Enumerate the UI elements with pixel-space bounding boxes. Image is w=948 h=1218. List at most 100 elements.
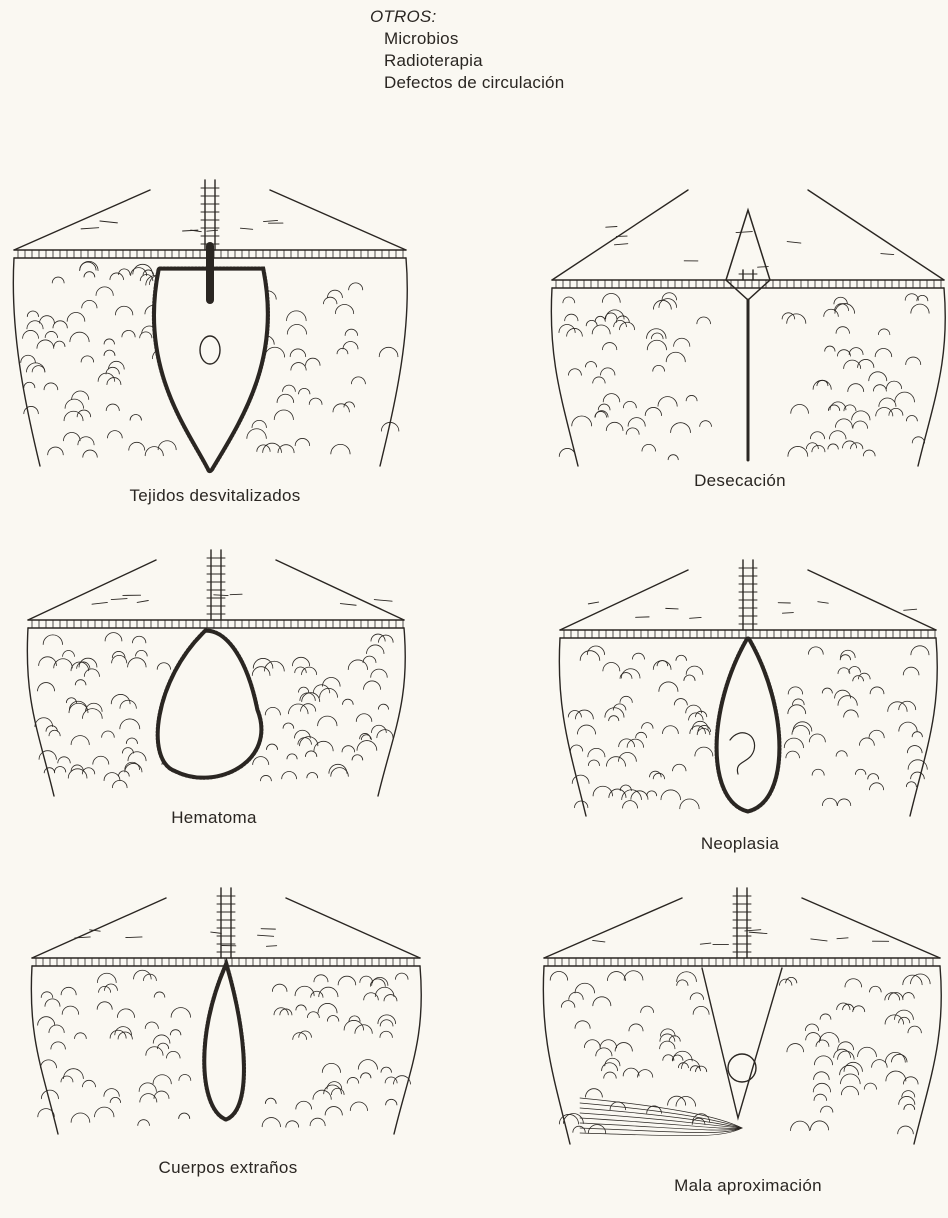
caption-hematoma: Hematoma [171, 808, 257, 828]
fat-lobule [829, 431, 846, 439]
fat-lobule [895, 392, 915, 402]
surface-mark [690, 617, 702, 618]
fat-lobule [21, 355, 36, 362]
fat-lobule [614, 320, 627, 326]
fat-lobule [626, 428, 639, 434]
fat-lobule [872, 1060, 887, 1068]
fat-lobule [265, 1098, 276, 1103]
fat-lobule [71, 1113, 90, 1122]
fat-lobule [372, 977, 388, 985]
fat-lobule [822, 688, 832, 693]
fat-lobule [361, 1073, 371, 1078]
fat-lobule [385, 1077, 397, 1083]
fat-lobule [61, 987, 76, 995]
fat-lobule [834, 1049, 851, 1057]
surface-mark [787, 242, 801, 243]
surface-mark [881, 254, 894, 255]
fat-lobule [288, 704, 308, 714]
fat-lobule [112, 780, 127, 787]
fat-lobule [814, 1094, 827, 1100]
fat-lobule [814, 1072, 830, 1080]
fat-lobule [629, 1024, 643, 1031]
fat-lobule [788, 687, 802, 694]
block-side-right [394, 966, 421, 1134]
fat-lobule [41, 1090, 58, 1099]
fat-lobule [875, 348, 892, 356]
fat-lobule [903, 667, 919, 675]
fat-lobule [386, 1099, 397, 1105]
fat-lobule [620, 696, 632, 702]
fat-lobule [283, 723, 294, 728]
fat-lobule [274, 410, 293, 420]
fat-lobule [128, 752, 146, 761]
fat-lobule [651, 333, 663, 339]
fat-lobule [118, 1032, 132, 1039]
fat-lobule [153, 1035, 170, 1043]
fat-lobule [309, 398, 322, 404]
fat-lobule [841, 650, 856, 657]
fat-lobule [623, 1068, 639, 1076]
fat-lobule [680, 799, 699, 809]
fat-lobule [812, 769, 824, 775]
fat-lobule [645, 407, 661, 415]
fat-lobule [602, 1063, 618, 1071]
skin-edge-left [552, 190, 688, 280]
fat-lobule [262, 1118, 280, 1127]
fat-lobule [286, 1121, 299, 1127]
fat-lobule [170, 1030, 181, 1035]
fat-lobule [584, 1040, 600, 1048]
fat-lobule [345, 329, 357, 335]
fat-lobule [838, 1051, 854, 1059]
fat-lobule [51, 1042, 66, 1049]
fat-lobule [673, 764, 686, 771]
fat-lobule [620, 322, 635, 330]
surface-mark [126, 937, 142, 938]
fat-lobule [79, 658, 97, 667]
fat-lobule [627, 739, 643, 747]
fat-lobule [132, 636, 145, 643]
fat-lobule [605, 1058, 620, 1066]
fat-lobule [899, 1017, 910, 1023]
fat-lobule [343, 341, 358, 348]
fat-lobule [49, 1025, 64, 1033]
fat-lobule [49, 730, 60, 736]
fat-lobule [378, 1015, 396, 1024]
fat-lobule [863, 450, 875, 456]
fat-lobule [380, 1020, 393, 1026]
surface-mark [593, 940, 605, 941]
fat-lobule [72, 391, 89, 400]
fat-lobule [828, 444, 838, 449]
fat-lobule [277, 394, 294, 402]
fat-lobule [899, 1096, 915, 1104]
fat-lobule [252, 420, 266, 427]
fat-lobule [674, 699, 687, 706]
fat-lobule [595, 411, 607, 417]
fat-lobule [115, 306, 132, 315]
fat-lobule [252, 667, 270, 676]
fat-lobule [291, 363, 306, 371]
surface-mark [818, 602, 828, 604]
fat-lobule [658, 397, 677, 407]
fat-lobule [54, 659, 73, 668]
fat-lobule [601, 368, 615, 375]
fat-lobule [97, 1002, 112, 1010]
fat-lobule [129, 442, 145, 450]
fat-lobule [154, 1091, 169, 1098]
fat-lobule [287, 311, 307, 321]
fat-lobule [342, 746, 355, 752]
fat-lobule [310, 1118, 325, 1126]
fat-lobule [615, 1043, 632, 1052]
fat-lobule [23, 330, 39, 338]
surface-mark [266, 946, 276, 947]
wound-diagram-hematoma [24, 520, 408, 810]
skin-block [543, 888, 941, 1144]
fat-lobule [349, 283, 363, 290]
fat-lobule [83, 450, 97, 457]
fat-lobule [352, 755, 363, 760]
fat-lobule [81, 356, 94, 362]
fat-lobule [38, 683, 55, 691]
fat-lobule [668, 455, 678, 460]
fat-lobule [145, 447, 163, 456]
block-side-left [27, 628, 54, 796]
fat-lobule [295, 667, 306, 673]
